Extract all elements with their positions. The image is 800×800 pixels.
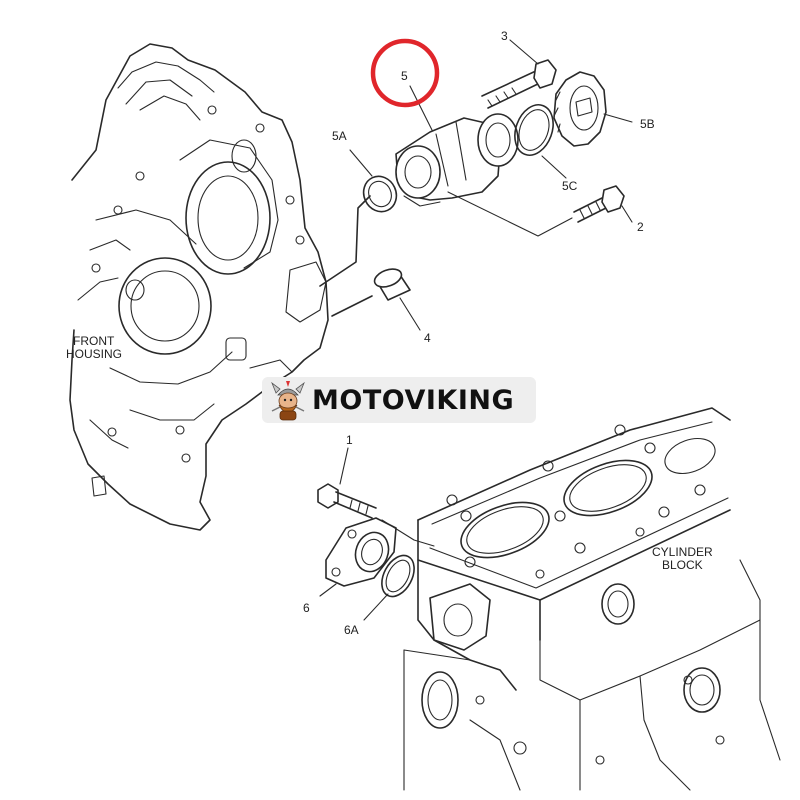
label-part-5: 5 [401, 69, 408, 83]
watermark-text: MOTOVIKING [312, 384, 515, 416]
part-5-housing [395, 85, 519, 207]
label-part-1: 1 [346, 433, 353, 447]
cylinder-block [403, 407, 781, 791]
part-4-sleeve [373, 268, 421, 331]
part-5b-cap [553, 71, 633, 147]
label-part-5b: 5B [640, 117, 655, 131]
leader-housing-to-5a [319, 195, 371, 287]
label-front-housing-line1: FRONT [73, 334, 115, 348]
label-part-4: 4 [424, 331, 431, 345]
label-cylinder-block-line2: BLOCK [662, 558, 703, 572]
viking-mascot-icon [271, 381, 305, 421]
highlight-circle [370, 38, 440, 108]
label-part-6a: 6A [344, 623, 359, 637]
part-6-flange [319, 517, 397, 597]
label-cylinder-block-line1: CYLINDER [652, 545, 713, 559]
watermark-banner: MOTOVIKING [262, 377, 536, 423]
label-part-3: 3 [501, 29, 508, 43]
label-part-6: 6 [303, 601, 310, 615]
label-front-housing-line2: HOUSING [66, 347, 122, 361]
leader-housing-to-4 [331, 295, 373, 317]
label-part-5c: 5C [562, 179, 578, 193]
leader-6-to-block [381, 519, 435, 547]
part-5c-oring [514, 104, 567, 179]
part-3-bolt [481, 39, 557, 109]
part-1-bolt [317, 447, 377, 519]
part-2-bolt [447, 185, 633, 237]
part-6a-oring [363, 554, 415, 621]
part-5a-ring [349, 149, 398, 213]
front-housing [69, 43, 329, 531]
label-part-2: 2 [637, 220, 644, 234]
label-part-5a: 5A [332, 129, 347, 143]
